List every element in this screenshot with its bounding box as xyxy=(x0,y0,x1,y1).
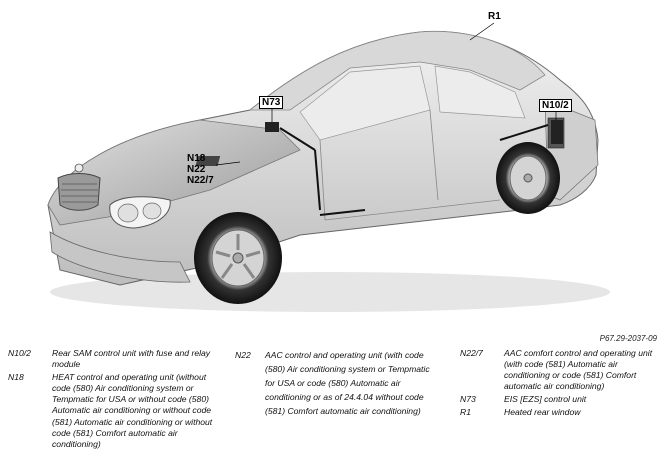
legend-item: N22/7 AAC comfort control and operating … xyxy=(460,348,660,392)
legend-code: N22 xyxy=(235,350,251,360)
reference-code: P67.29-2037-09 xyxy=(599,334,657,343)
n18-unit xyxy=(195,156,221,166)
legend-column-1: N10/2 Rear SAM control unit with fuse an… xyxy=(8,348,213,452)
legend-column-2: N22 AAC control and operating unit (with… xyxy=(235,348,435,420)
legend-code: N73 xyxy=(460,394,476,405)
car-body xyxy=(47,30,610,312)
legend-text: Heated rear window xyxy=(504,407,581,418)
callout-n18-n22-n22-7: N18 N22 N22/7 xyxy=(187,153,214,186)
legend-code: N18 xyxy=(8,372,24,383)
rear-wheel xyxy=(496,142,560,214)
legend-text: AAC comfort control and operating unit (… xyxy=(504,348,653,392)
legend-text: Rear SAM control unit with fuse and rela… xyxy=(52,348,211,370)
legend-item: N18 HEAT control and operating unit (wit… xyxy=(8,372,213,450)
legend-code: N10/2 xyxy=(8,348,31,358)
legend-code: N22/7 xyxy=(460,348,483,358)
wiring-harness xyxy=(279,124,549,216)
legend-item: R1 Heated rear window xyxy=(460,407,660,418)
n10-2-unit xyxy=(551,120,563,144)
leader-lines xyxy=(215,22,557,166)
car-illustration xyxy=(47,22,610,312)
callout-r1: R1 xyxy=(488,11,501,22)
legend-text: AAC control and operating unit (with cod… xyxy=(265,350,430,416)
front-wheel xyxy=(194,212,282,304)
legend-item: N73 EIS [EZS] control unit xyxy=(460,394,660,405)
callout-n10-2: N10/2 xyxy=(539,99,572,112)
legend-item: N10/2 Rear SAM control unit with fuse an… xyxy=(8,348,213,370)
callout-n73: N73 xyxy=(259,96,284,109)
legend-item: N22 AAC control and operating unit (with… xyxy=(235,348,435,418)
n73-unit xyxy=(265,122,279,132)
legend-text: EIS [EZS] control unit xyxy=(504,394,587,405)
legend-code: R1 xyxy=(460,407,471,418)
legend-column-3: N22/7 AAC comfort control and operating … xyxy=(460,348,660,421)
legend-text: HEAT control and operating unit (without… xyxy=(52,372,213,449)
